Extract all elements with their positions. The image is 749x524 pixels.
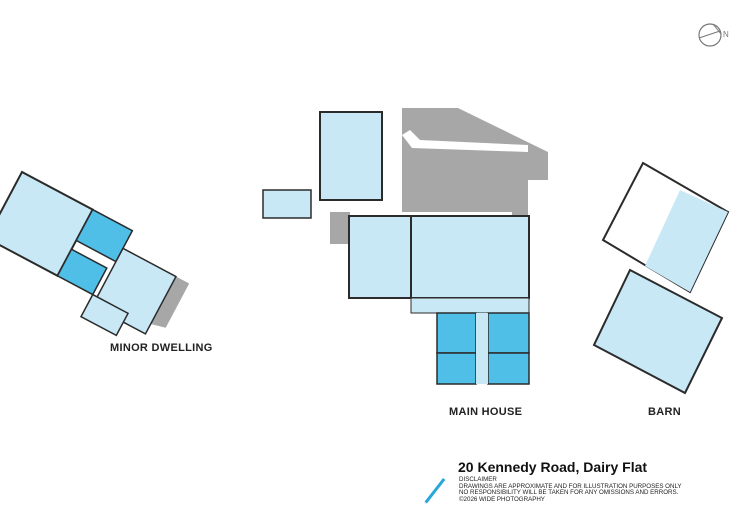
- north-arrow-icon: N: [696, 20, 732, 55]
- disclaimer-title: DISCLAIMER: [459, 476, 497, 483]
- disclaimer-line-2: NO RESPONSIBILITY WILL BE TAKEN FOR ANY …: [459, 489, 679, 497]
- minor-living: [0, 170, 94, 278]
- bedroom-3: [487, 352, 530, 385]
- barn-label: BARN: [648, 406, 681, 418]
- minor-bathroom: [79, 293, 130, 337]
- garage: [348, 215, 412, 299]
- disclaimer-line-3: ©2026 WIDE PHOTOGRAPHY: [459, 495, 545, 503]
- bedroom-2: [436, 352, 477, 385]
- minor-dwelling-label: MINOR DWELLING: [110, 342, 213, 354]
- entry: [410, 297, 530, 314]
- main-house-label: MAIN HOUSE: [449, 406, 523, 418]
- main-house-plan: [262, 108, 548, 385]
- barn-plan: [592, 161, 730, 395]
- disclaimer: DISCLAIMER DRAWINGS ARE APPROXIMATE AND …: [459, 476, 682, 503]
- minor-bedroom-1: [75, 208, 134, 263]
- small-outbuilding: [262, 189, 312, 219]
- hallway: [476, 313, 488, 384]
- disclaimer-line-1: DRAWINGS ARE APPROXIMATE AND FOR ILLUSTR…: [459, 482, 682, 490]
- bedroom-1: [436, 312, 477, 354]
- svg-text:N: N: [723, 30, 729, 39]
- property-address: 20 Kennedy Road, Dairy Flat: [458, 459, 648, 475]
- living-dining-kitchen: [410, 215, 530, 299]
- minor-bedroom-2: [56, 248, 108, 296]
- master-bedroom: [487, 312, 530, 354]
- minor-dwelling-plan: [0, 170, 190, 337]
- upper-room: [319, 111, 383, 201]
